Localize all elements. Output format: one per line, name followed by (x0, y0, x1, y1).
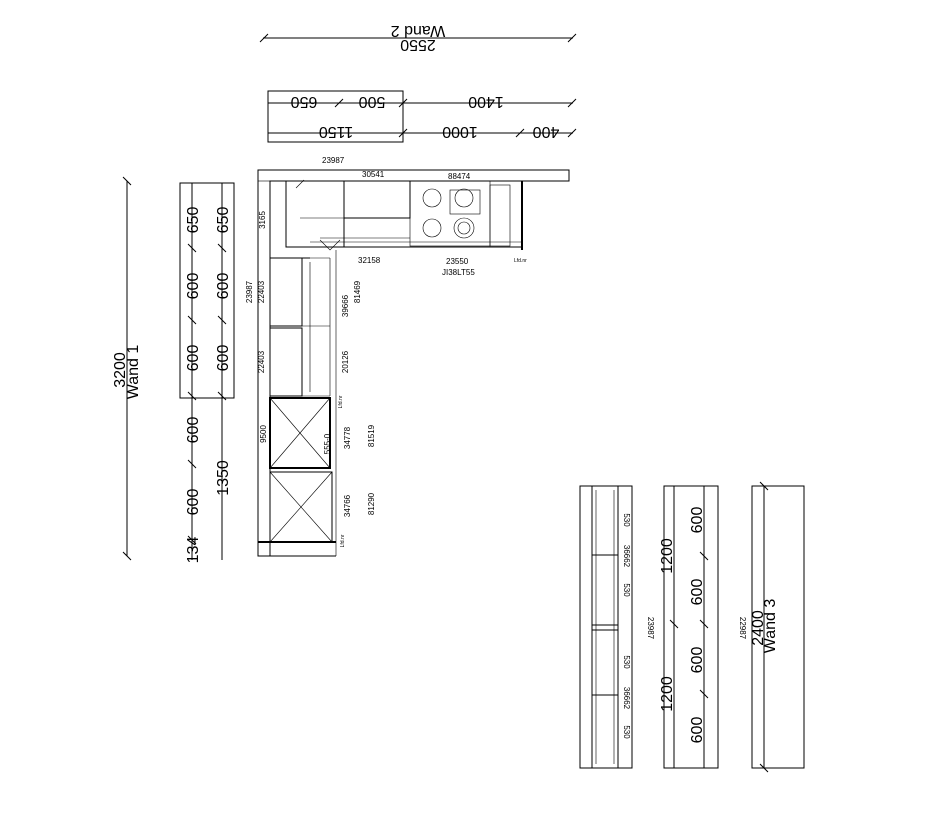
wand3-code: 22987 (738, 617, 747, 640)
wand1-label: Wand 1 (125, 345, 142, 400)
wand1-upper-650: 650 (215, 207, 232, 234)
wand2-dim-1400: 1400 (468, 93, 504, 110)
wand2-dim-1150: 1150 (319, 123, 354, 140)
wand3-dim-600c: 600 (689, 647, 706, 674)
wand3-dimensions: 600 600 600 600 1200 1200 22987 (659, 485, 747, 769)
wand1-lower-600d: 600 (185, 489, 202, 516)
elev3-code-530a: 530 (622, 513, 631, 527)
wand3-label: Wand 3 (762, 599, 779, 654)
code-3165: 3165 (258, 211, 267, 229)
appliance-model: JI38LT55 (442, 268, 475, 277)
wand2-dim-400: 400 (533, 123, 560, 140)
wand2-label: Wand 2 (391, 22, 446, 39)
wand1-upper-600b: 600 (215, 345, 232, 372)
wand3-dim-600a: 600 (689, 507, 706, 534)
code-39666: 39666 (341, 294, 350, 317)
code-81469: 81469 (353, 280, 362, 303)
wand1-lower-650: 650 (185, 207, 202, 234)
wand3-total: 2400 (750, 610, 767, 646)
code-34766: 34766 (343, 494, 352, 517)
wand3-sub-1200b: 1200 (659, 676, 676, 712)
kitchen-floor-plan (257, 169, 570, 557)
code-88474: 88474 (448, 172, 471, 181)
elev3-side-code: 23987 (646, 617, 655, 640)
tiny-label-mid: Lfd.nr (338, 395, 344, 408)
elev3-code-36662a: 36662 (622, 545, 631, 568)
tiny-label-bottom: Lfd.nr (340, 534, 346, 547)
wand3-wall: 2400 Wand 3 (750, 481, 805, 773)
wand1-lower-134: 134 (185, 537, 202, 564)
elev3-code-530d: 530 (622, 725, 631, 739)
wand1-total: 3200 (112, 352, 129, 388)
code-34778: 34778 (343, 426, 352, 449)
wand1-dimensions: 3200 Wand 1 650 600 600 600 600 134 650 … (112, 176, 235, 564)
wand1-lower-600a: 600 (185, 273, 202, 300)
elev3-code-36662b: 36662 (622, 687, 631, 710)
code-23987-vert: 23987 (245, 280, 254, 303)
wand3-dim-600b: 600 (689, 579, 706, 606)
wand3-dim-600d: 600 (689, 717, 706, 744)
code-32158: 32158 (358, 256, 381, 265)
code-23987-top: 23987 (322, 156, 345, 165)
code-81290: 81290 (367, 492, 376, 515)
code-23550: 23550 (446, 257, 469, 266)
wand1-lower-600c: 600 (185, 417, 202, 444)
wand2-dim-500: 500 (359, 93, 386, 110)
wand1-sub-1350: 1350 (215, 460, 232, 496)
elev3-code-530b: 530 (622, 583, 631, 597)
wand2-dim-1000: 1000 (442, 123, 478, 140)
wand1-lower-600b: 600 (185, 345, 202, 372)
code-22403-b: 22403 (257, 350, 266, 373)
wand3-sub-1200a: 1200 (659, 538, 676, 574)
tiny-label-top: Lfd.nr (514, 258, 527, 264)
code-20126: 20126 (341, 350, 350, 373)
wand3-cabinet-elevation: 530 36662 530 530 36662 530 23987 (579, 485, 655, 769)
wand1-upper-600a: 600 (215, 273, 232, 300)
plan-labels: 23987 30541 88474 3165 32158 23550 JI38L… (245, 156, 527, 547)
code-9500: 9500 (259, 425, 268, 443)
code-555: 555-0 (323, 433, 332, 454)
wand2-dimensions: 2550 Wand 2 650 500 1400 1150 1000 400 (259, 22, 577, 143)
wand2-dim-650: 650 (291, 93, 318, 110)
wand2-total: 2550 (400, 36, 436, 53)
elev3-code-530c: 530 (622, 655, 631, 669)
code-30541: 30541 (362, 170, 385, 179)
code-22403-a: 22403 (257, 280, 266, 303)
code-81519: 81519 (367, 424, 376, 447)
